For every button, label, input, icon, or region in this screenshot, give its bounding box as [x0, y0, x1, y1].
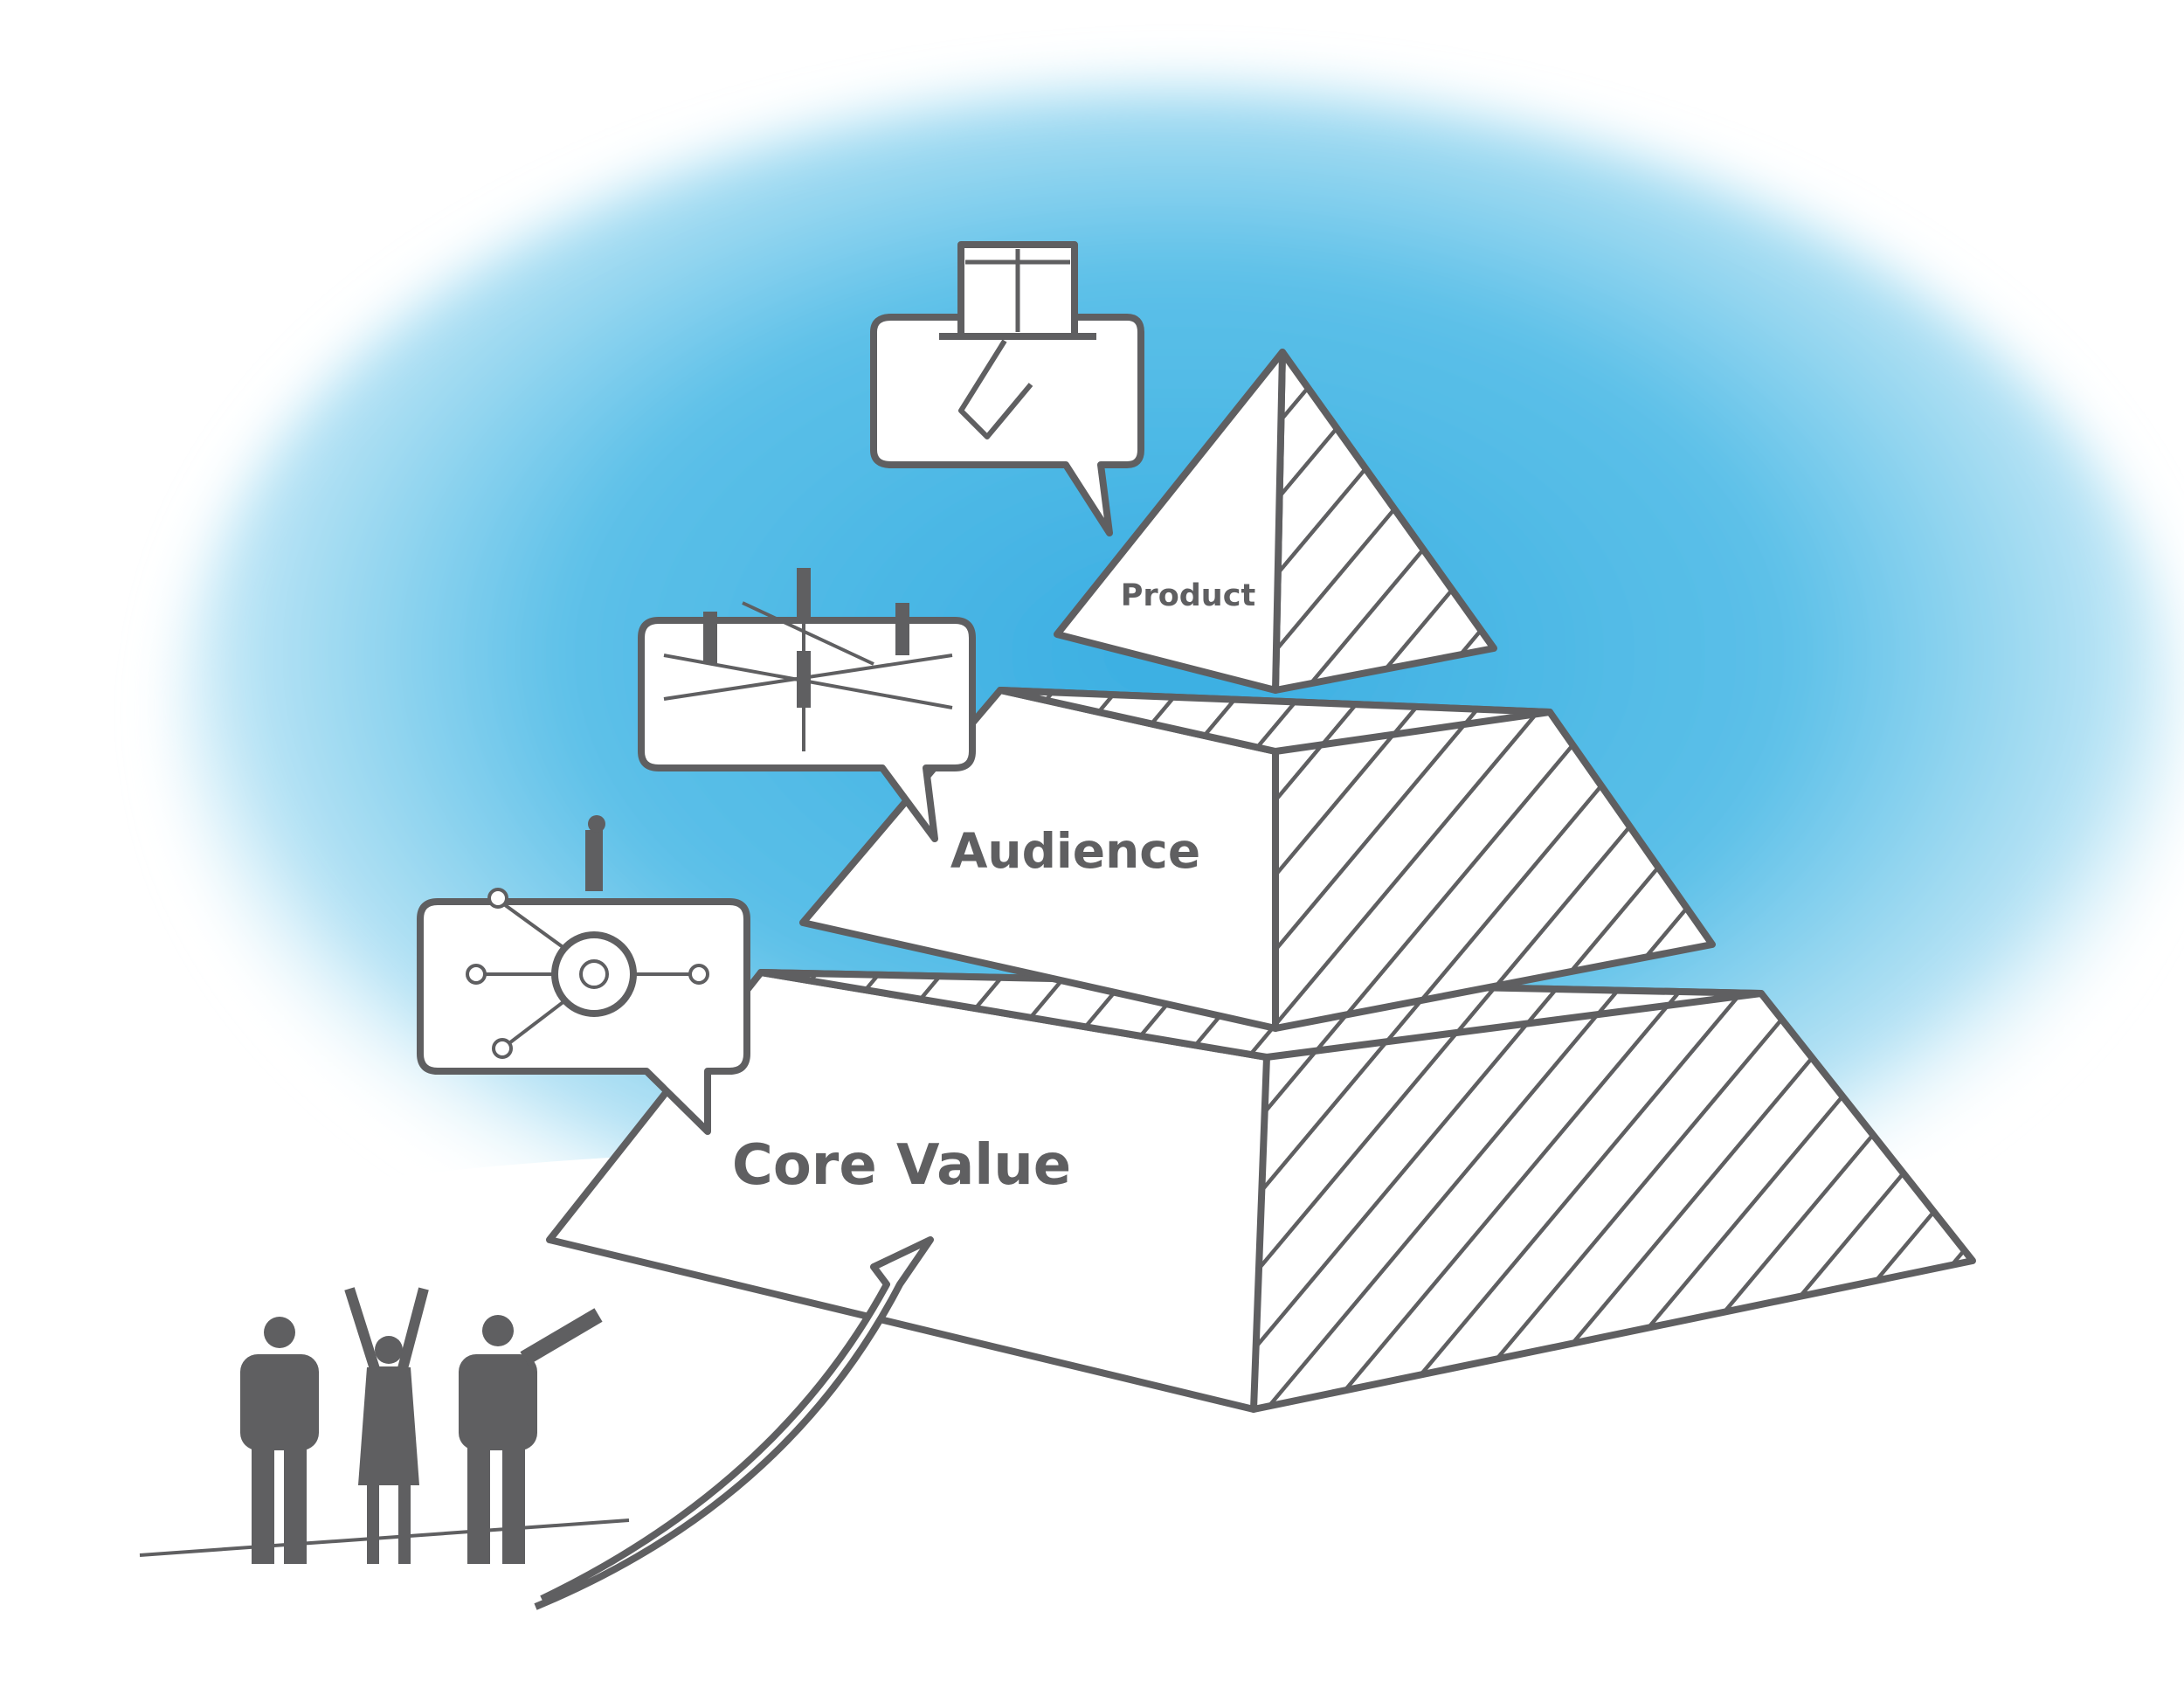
person-pointing — [459, 1308, 603, 1564]
pyramid-tier-product — [1054, 349, 1497, 694]
ground-line — [139, 1519, 630, 1557]
growth-arrow — [534, 1236, 934, 1610]
level-label-product: Product — [1121, 578, 1255, 613]
person-cheering — [344, 1287, 429, 1564]
speech-bubble-core-value — [417, 815, 750, 1135]
speech-bubble-audience — [638, 568, 976, 842]
level-label-audience: Audience — [950, 823, 1200, 879]
people-group — [240, 1287, 603, 1564]
level-label-core-value: Core Value — [732, 1133, 1071, 1198]
person-on-gear-icon — [466, 815, 709, 1059]
person-standing — [240, 1317, 319, 1564]
speech-bubble-product — [870, 241, 1144, 536]
pyramid-tier-audience — [799, 687, 1716, 1032]
pyramid-tier-core-value — [546, 969, 1976, 1413]
